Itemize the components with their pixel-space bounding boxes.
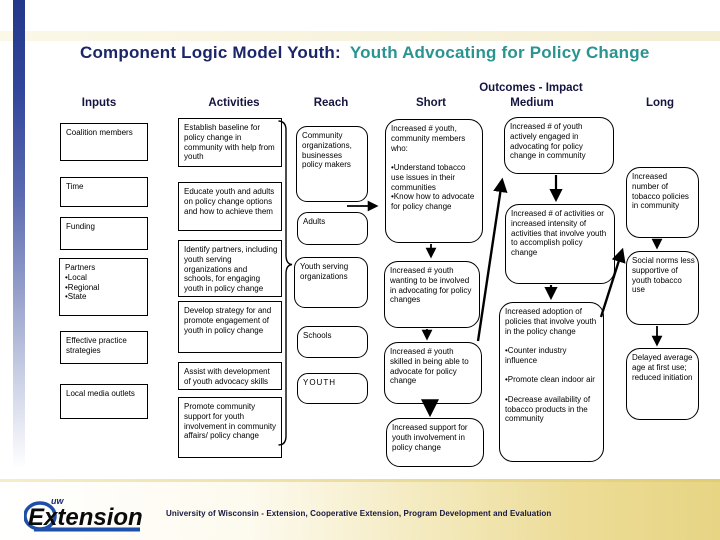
inputs-box-effective-practice-strategies: Effective practice strategies [60, 331, 148, 364]
inputs-box-time: Time [60, 177, 148, 207]
header-medium: Medium [510, 97, 554, 109]
inputs-box-local-media-outlets: Local media outlets [60, 384, 148, 419]
logo-uw-text: uw [51, 496, 64, 506]
reach-box-community-organizations: Community organizations, businesses poli… [296, 126, 368, 202]
header-inputs: Inputs [81, 97, 117, 109]
header-reach: Reach [313, 97, 349, 109]
reach-box-adults: Adults [297, 212, 368, 245]
activities-box-assist-advocacy-skills: Assist with development of youth advocac… [178, 362, 282, 390]
top-accent-band [0, 31, 720, 41]
title-accent: Youth Advocating for Policy Change [349, 43, 650, 62]
reach-box-schools: Schools [297, 326, 368, 358]
logo-name-text: Extension [28, 504, 143, 531]
header-activities: Activities [208, 97, 260, 109]
activities-box-educate-youth-adults: Educate youth and adults on policy chang… [178, 182, 282, 231]
uw-extension-logo: uw Extension [23, 493, 144, 535]
long-box-increased-tobacco-policies: Increased number of tobacco policies in … [626, 167, 699, 238]
header-long: Long [645, 97, 675, 109]
inputs-box-funding: Funding [60, 217, 148, 250]
long-box-delayed-first-use: Delayed average age at first use; reduce… [626, 348, 699, 420]
inputs-box-coalition-members: Coalition members [60, 123, 148, 161]
logo-underline [34, 527, 140, 532]
page-title: Component Logic Model Youth: Youth Advoca… [80, 43, 649, 63]
activities-box-establish-baseline: Establish baseline for policy change in … [178, 118, 282, 167]
long-box-social-norms: Social norms less supportive of youth to… [626, 251, 699, 325]
activities-box-promote-community-support: Promote community support for youth invo… [178, 397, 282, 458]
inputs-box-partners: Partners •Local •Regional •State [59, 258, 148, 316]
medium-box-increased-activities: Increased # of activities or increased i… [505, 204, 615, 284]
title-main: Component Logic Model Youth: [80, 43, 341, 62]
short-box-youth-skilled: Increased # youth skilled in being able … [384, 342, 482, 404]
medium-box-youth-actively-engaged: Increased # of youth actively engaged in… [504, 117, 614, 174]
footer-divider [0, 479, 720, 482]
short-box-increased-understanding: Increased # youth, community members who… [385, 119, 483, 243]
short-box-youth-wanting-involvement: Increased # youth wanting to be involved… [384, 261, 480, 328]
left-gradient-bar [13, 0, 25, 488]
footer-attribution: University of Wisconsin - Extension, Coo… [166, 509, 552, 518]
short-box-increased-support: Increased support for youth involvement … [386, 418, 484, 467]
reach-box-youth-serving-organizations: Youth serving organizations [294, 257, 368, 308]
activities-box-identify-partners: Identify partners, including youth servi… [178, 240, 282, 297]
header-outcomes-impact: Outcomes - Impact [479, 82, 583, 94]
medium-box-increased-adoption-policies: Increased adoption of policies that invo… [499, 302, 604, 462]
header-short: Short [415, 97, 447, 109]
reach-box-youth: YOUTH [297, 373, 368, 404]
uw-extension-logo-graphic: uw Extension [23, 496, 143, 532]
activities-box-develop-strategy: Develop strategy for and promote engagem… [178, 301, 282, 353]
